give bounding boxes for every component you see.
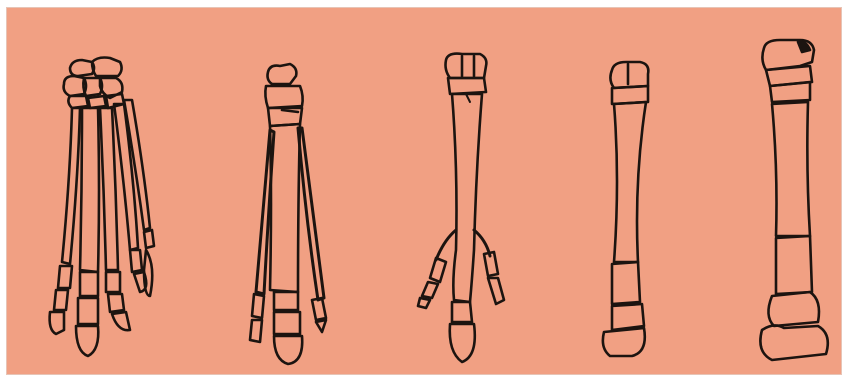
foot-skeleton-1: [50, 58, 154, 357]
tarsals-4: [610, 62, 648, 104]
tarsals-2: [265, 64, 302, 126]
metapodials-4: [614, 102, 646, 262]
tarsals-1: [64, 58, 124, 109]
tarsals-5: [762, 40, 814, 102]
phalanges-1: [50, 230, 154, 356]
phalanges-5: [760, 236, 827, 360]
foot-skeleton-3: [418, 54, 504, 362]
phalanges-4: [603, 262, 645, 356]
foot-skeleton-2: [250, 64, 326, 364]
foot-skeleton-5: [760, 40, 827, 360]
phalanges-3: [418, 252, 504, 362]
metapodials-1: [62, 100, 150, 272]
phalanges-2: [250, 292, 326, 364]
metapodials-2: [256, 124, 324, 300]
metapodials-5: [772, 102, 810, 236]
foot-skeleton-4: [603, 62, 648, 356]
